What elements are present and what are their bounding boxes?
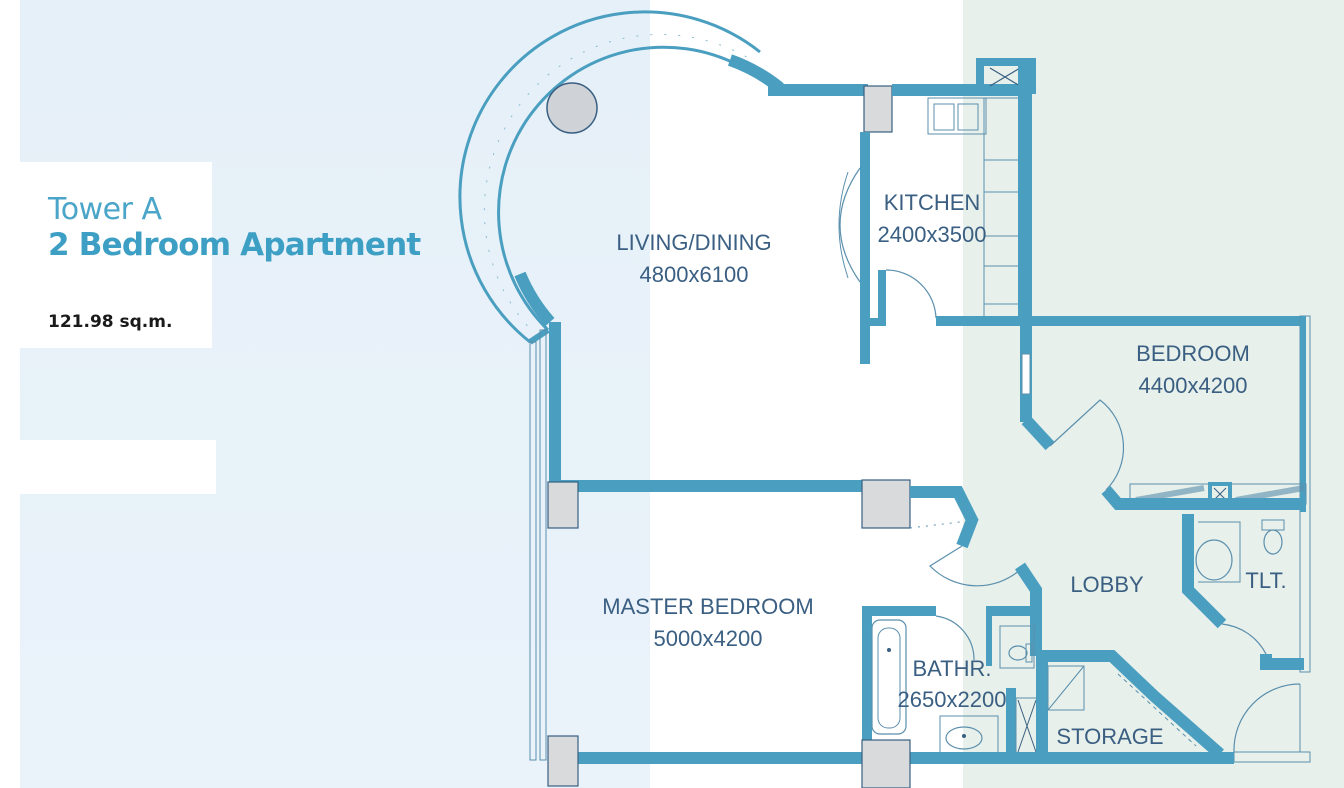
entry-door-swing [1233,683,1301,753]
storage-room [1036,650,1224,759]
left-facade [529,322,561,761]
round-column [546,82,598,134]
column [863,85,893,133]
bottom-wall [578,752,864,764]
lobby-name: LOBBY [1070,572,1144,597]
kitchen-inner-door [885,269,937,319]
kitchen-right-wall [1018,62,1032,326]
master-door-swing [929,545,1021,587]
title-block: Tower A 2 Bedroom Apartment [48,192,421,263]
kitchen-counter [927,97,1018,320]
kitchen-size: 2400x3500 [878,222,987,247]
bedroom-door-swing [1049,399,1125,491]
master-bedroom-size: 5000x4200 [654,626,763,651]
living-room-size: 4800x6100 [640,262,749,287]
master-top-wall [561,480,863,492]
storage-name: STORAGE [1056,724,1163,749]
column [861,479,911,529]
curved-bay-wall [458,10,784,345]
apartment-type: 2 Bedroom Apartment [48,227,421,263]
kitchen-door-swing [839,167,861,283]
kitchen-left-wall [860,132,870,364]
column [861,739,911,788]
column [547,735,579,787]
toilet-name: TLT. [1245,568,1286,593]
living-room-name: LIVING/DINING [616,230,771,255]
master-bedroom-name: MASTER BEDROOM [602,594,813,619]
bedroom-top-wall [936,316,1306,326]
column [547,481,579,529]
bathroom-size: 2650x2200 [898,687,1007,712]
bedroom-size: 4400x4200 [1139,373,1248,398]
apartment-area: 121.98 sq.m. [48,312,173,332]
bathroom-name: BATHR. [912,656,991,681]
top-wall [768,84,868,96]
bedroom-name: BEDROOM [1136,341,1250,366]
tower-name: Tower A [48,192,162,227]
kitchen-name: KITCHEN [884,190,981,215]
zone-living-background [20,0,650,788]
panel-strip [20,440,216,494]
toilet-room [1182,514,1304,670]
